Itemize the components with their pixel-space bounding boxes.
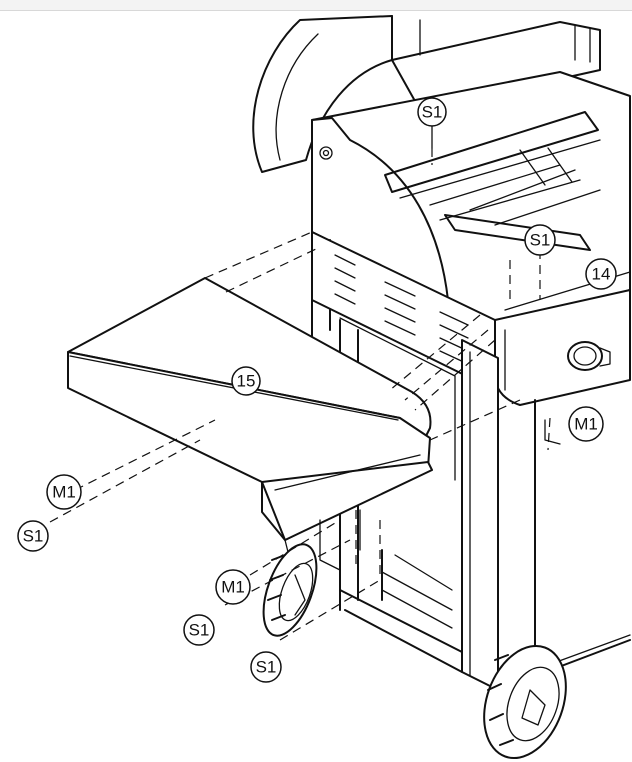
callout-s1-left: S1: [17, 520, 49, 552]
callout-14-label: 14: [592, 265, 611, 284]
callout-m1-left: M1: [46, 474, 82, 510]
side-shelf: [67, 277, 433, 571]
callout-15: 15: [231, 366, 261, 396]
callout-s1-burner: S1: [524, 224, 556, 256]
callout-s1-lower-b-label: S1: [256, 658, 277, 677]
callout-m1-lower-label: M1: [221, 578, 245, 597]
callout-s1-firebox-label: S1: [422, 103, 443, 122]
callout-15-label: 15: [237, 372, 256, 391]
callout-s1-burner-label: S1: [530, 231, 551, 250]
callout-14: 14: [585, 258, 617, 290]
alignment-lines: [49, 148, 551, 641]
callout-s1-lower-b: S1: [250, 651, 282, 683]
cart-frame: [311, 231, 631, 691]
callout-s1-lower-a: S1: [183, 614, 215, 646]
callout-m1-right-label: M1: [574, 415, 598, 434]
callout-m1-lower: M1: [215, 569, 251, 605]
callout-s1-lower-a-label: S1: [189, 621, 210, 640]
top-bar: [0, 0, 632, 11]
callout-s1-left-label: S1: [23, 527, 44, 546]
wheel-left: [262, 543, 318, 637]
callout-s1-firebox: S1: [417, 97, 447, 149]
wheel-right: [483, 644, 567, 760]
callout-m1-right: M1: [568, 406, 604, 442]
callout-m1-left-label: M1: [52, 483, 76, 502]
grill-lid: [252, 15, 601, 173]
